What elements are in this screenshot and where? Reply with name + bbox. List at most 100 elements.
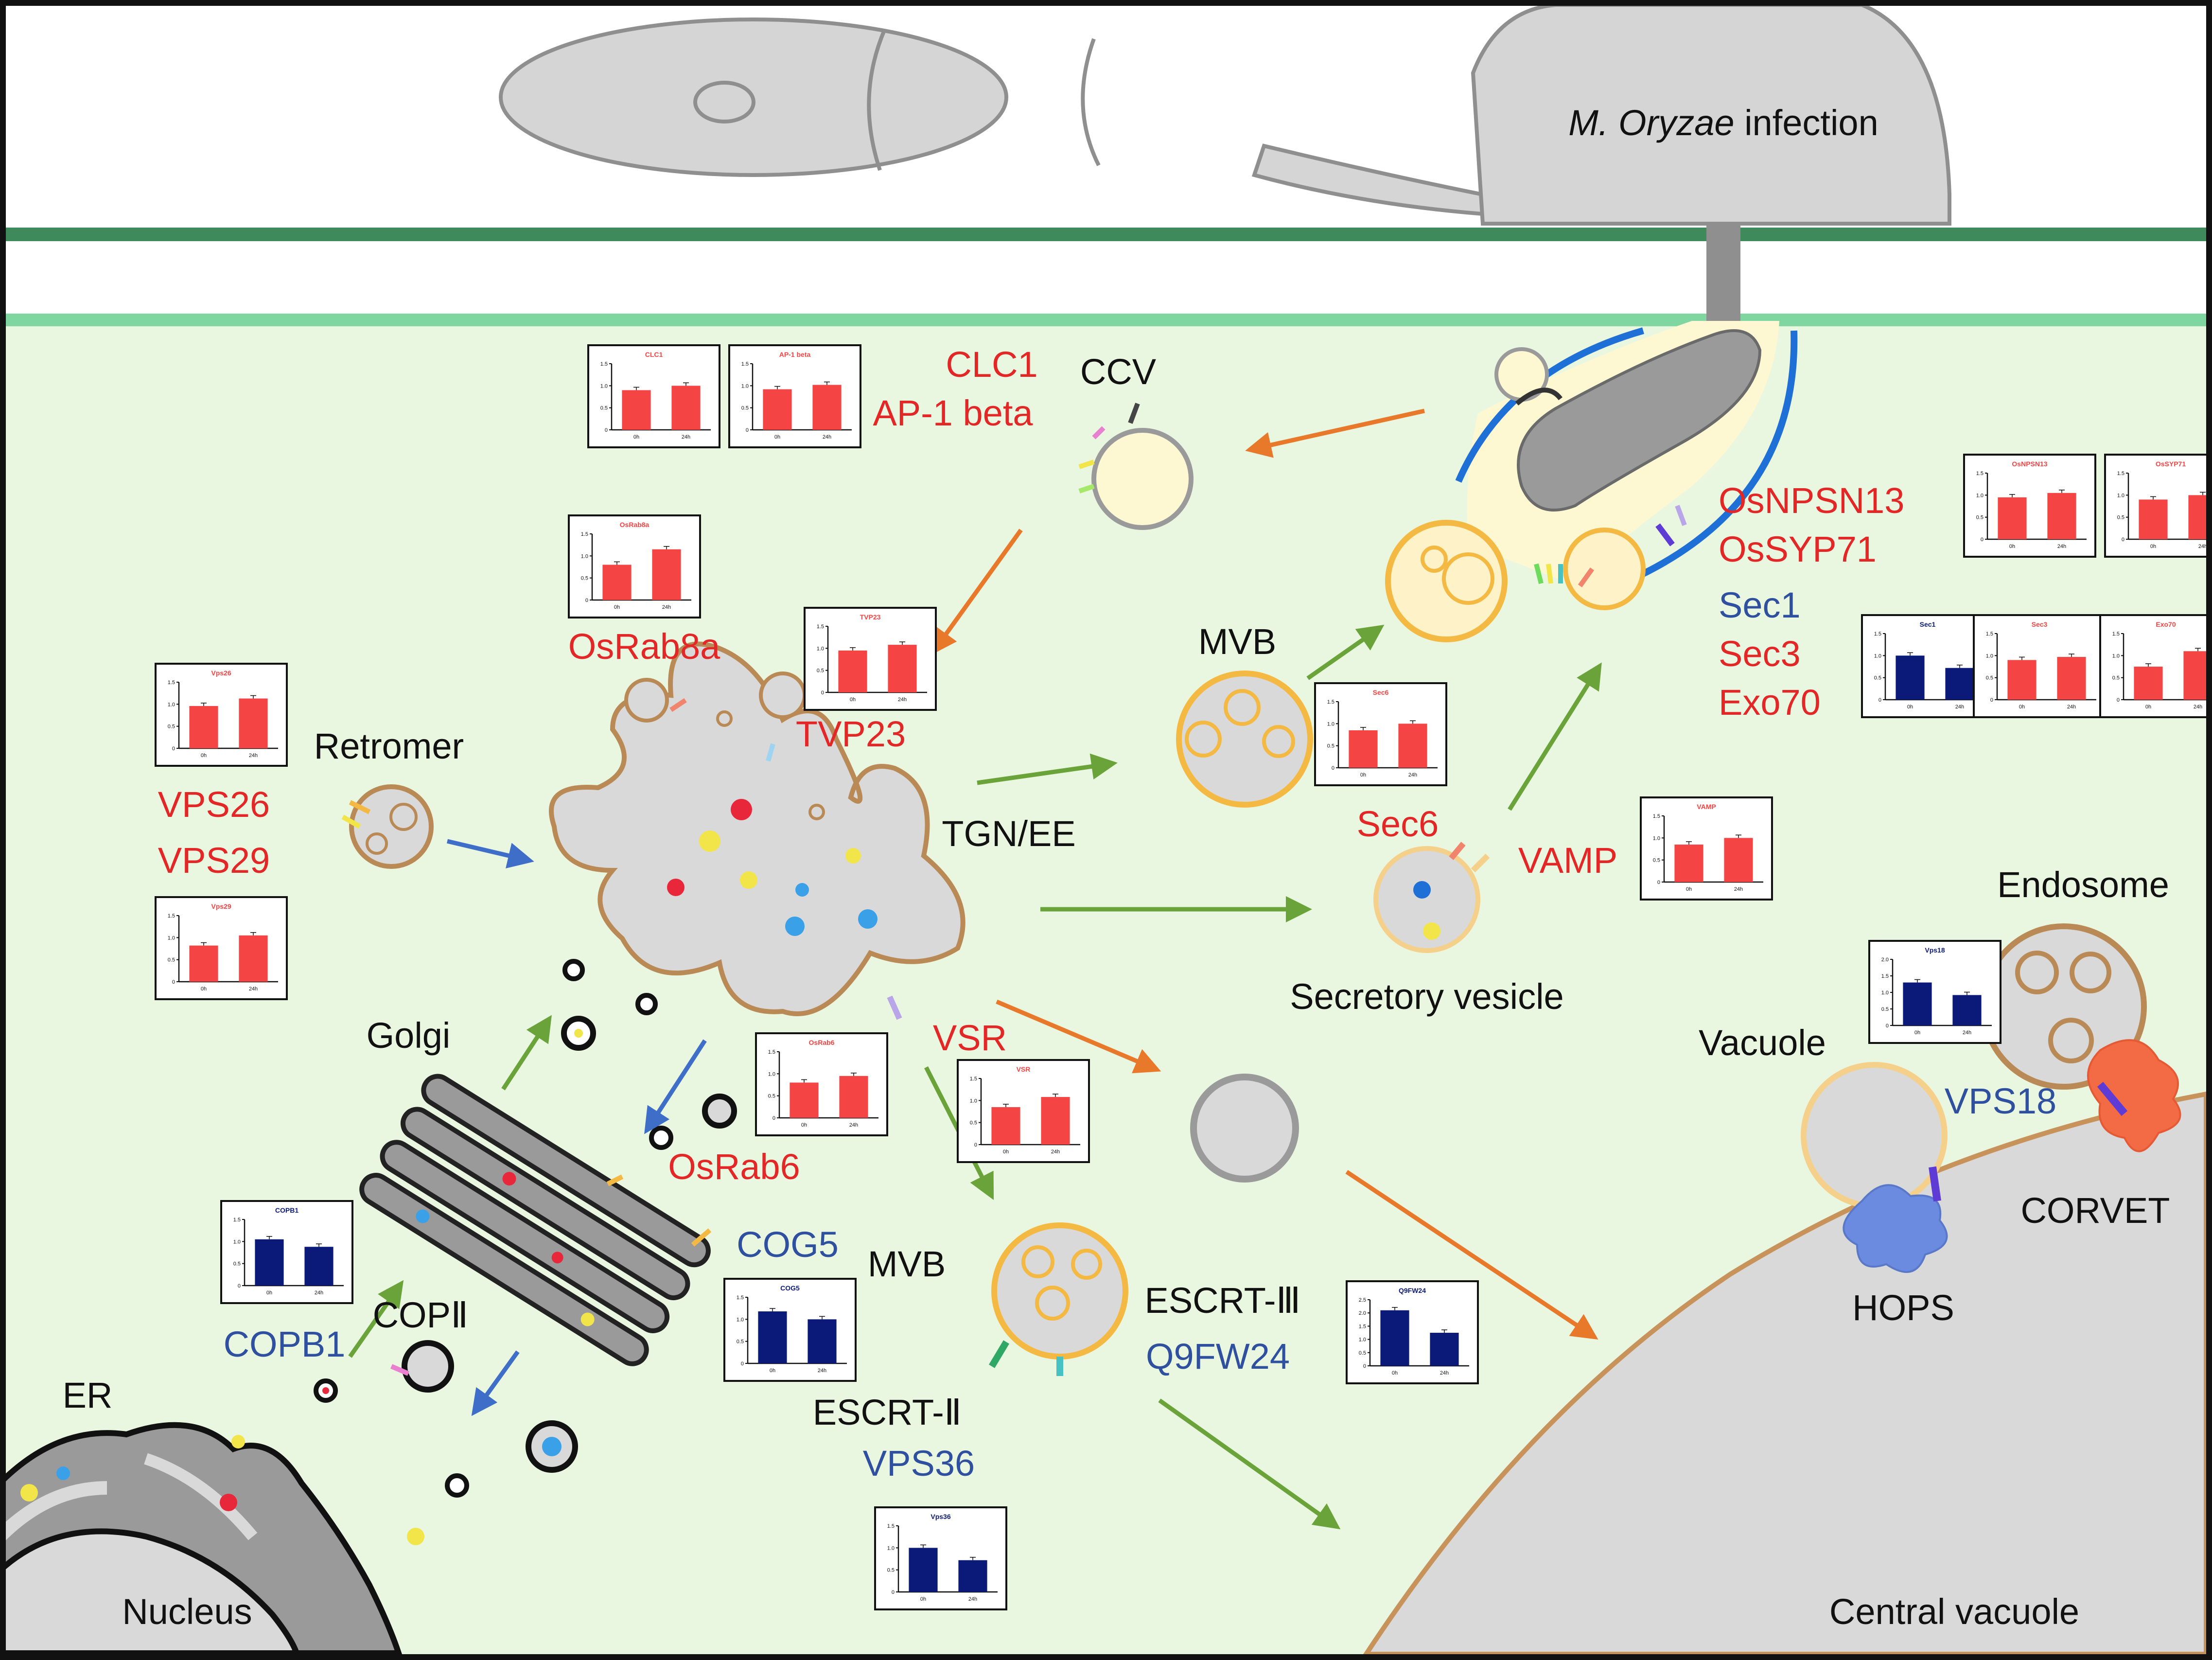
bar-0h: [991, 1107, 1020, 1145]
y-tick-label: 0.5: [1327, 743, 1334, 749]
y-tick-label: 0: [585, 598, 588, 603]
y-tick-label: 1.5: [741, 361, 749, 367]
y-tick-label: 1.0: [168, 702, 175, 707]
y-tick-label: 0: [172, 979, 175, 985]
bar-0h: [2007, 660, 2036, 700]
er-nucleus: [0, 1422, 424, 1656]
bar-24h: [239, 698, 268, 748]
gene-osnpsn13: OsNPSN13: [1719, 480, 1904, 521]
chart-title: TVP23: [860, 613, 881, 621]
x-tick-label: 0h: [920, 1596, 926, 1602]
y-tick-label: 1.5: [970, 1076, 977, 1082]
bar-24h: [1398, 724, 1427, 768]
chart-title: Sec1: [1920, 620, 1936, 628]
y-tick-label: 2.5: [1359, 1297, 1366, 1303]
x-tick-label: 24h: [2194, 704, 2202, 710]
y-tick-label: 0.5: [741, 406, 749, 411]
mini-charts: CLC1 0 0.5 1.0 1.5 0h 24h AP-1 beta 0 0.5 1.0 1.5 0h…: [155, 344, 2212, 1610]
gene-vps36: VPS36: [863, 1443, 975, 1483]
bar-0h: [2139, 499, 2168, 539]
y-tick-label: 2.0: [1359, 1310, 1366, 1316]
gene-exo70: Exo70: [1719, 682, 1821, 723]
penetration-peg: [1706, 224, 1740, 326]
chart-title: Vps36: [930, 1513, 950, 1520]
x-tick-label: 0h: [614, 604, 620, 610]
bar-0h: [189, 706, 218, 748]
x-tick-label: 0h: [770, 1368, 775, 1374]
y-tick-label: 1.5: [1976, 471, 1984, 477]
y-tick-label: 2.0: [1881, 957, 1889, 963]
mvb-top-label: MVB: [1198, 621, 1276, 662]
retromer-label: Retromer: [314, 726, 464, 766]
mvb-bottom-label: MVB: [868, 1244, 946, 1284]
arrow-secretory-to-hypha: [1508, 662, 1602, 811]
x-tick-label: 0h: [801, 1122, 807, 1128]
y-tick-label: 1.0: [1359, 1337, 1366, 1343]
y-tick-label: 1.5: [1359, 1324, 1366, 1329]
gray-vesicle: [1190, 1074, 1299, 1183]
protein-stickers: [341, 505, 1687, 1376]
arrow-ccv-to-tgn: [930, 529, 1023, 655]
arrow-gray-vesicle-to-vacuole: [1345, 1170, 1598, 1340]
x-tick-label: 0h: [1360, 772, 1366, 778]
bar-0h: [2134, 667, 2163, 700]
bar-24h: [2057, 657, 2086, 700]
bar-0h: [763, 389, 792, 430]
y-tick-label: 1.5: [2117, 471, 2124, 477]
gene-sec1: Sec1: [1719, 585, 1801, 625]
gene-q9fw24: Q9FW24: [1146, 1336, 1290, 1377]
x-tick-label: 0h: [201, 986, 207, 992]
y-tick-label: 0.5: [1986, 675, 1993, 681]
chart-title: Sec3: [2032, 620, 2048, 628]
y-tick-label: 1.0: [1327, 721, 1334, 727]
y-tick-label: 0: [172, 746, 175, 752]
chart-title: AP-1 beta: [779, 351, 811, 358]
central-vacuole: [1361, 1091, 2209, 1657]
chart-title: CLC1: [645, 351, 663, 358]
plasma-membrane: [0, 314, 2212, 326]
bar-24h: [671, 386, 701, 430]
y-tick-label: 1.5: [1653, 813, 1660, 819]
bar-24h: [812, 385, 842, 430]
y-tick-label: 0: [2122, 537, 2124, 543]
gene-sec6: Sec6: [1357, 804, 1439, 844]
y-tick-label: 0.5: [233, 1261, 241, 1267]
bar-0h: [622, 390, 651, 430]
ccv-budding: [1494, 347, 1562, 406]
bar-0h: [1349, 730, 1378, 768]
arrow-tgn-to-golgi: [644, 1039, 707, 1134]
chart-frame: [1346, 1280, 1479, 1384]
vacuole-label: Vacuole: [1699, 1023, 1826, 1063]
bar-24h: [239, 935, 268, 982]
x-tick-label: 24h: [1408, 772, 1417, 778]
gene-vps29: VPS29: [158, 840, 270, 881]
chart-frame: [874, 1506, 1007, 1610]
chart-title: Exo70: [2156, 620, 2176, 628]
x-tick-label: 0h: [850, 697, 856, 703]
y-tick-label: 1.5: [2112, 631, 2120, 637]
bar-24h: [1724, 838, 1753, 882]
small-vacuole: [1801, 1062, 1948, 1209]
chart-title: OsSYP71: [2156, 460, 2186, 468]
bar-0h: [1674, 844, 1703, 882]
tgn-vesicle-b: [759, 671, 807, 719]
x-tick-label: 24h: [1440, 1370, 1449, 1376]
y-tick-label: 0.5: [887, 1568, 895, 1573]
gene-sec3: Sec3: [1719, 634, 1801, 674]
y-tick-label: 0.5: [1976, 515, 1984, 521]
bar-0h: [758, 1311, 787, 1363]
y-tick-label: 1.0: [741, 383, 749, 389]
x-tick-label: 24h: [1734, 886, 1743, 892]
arrow-tgn-to-mvb: [977, 753, 1118, 785]
chart-title: COPB1: [275, 1206, 298, 1214]
